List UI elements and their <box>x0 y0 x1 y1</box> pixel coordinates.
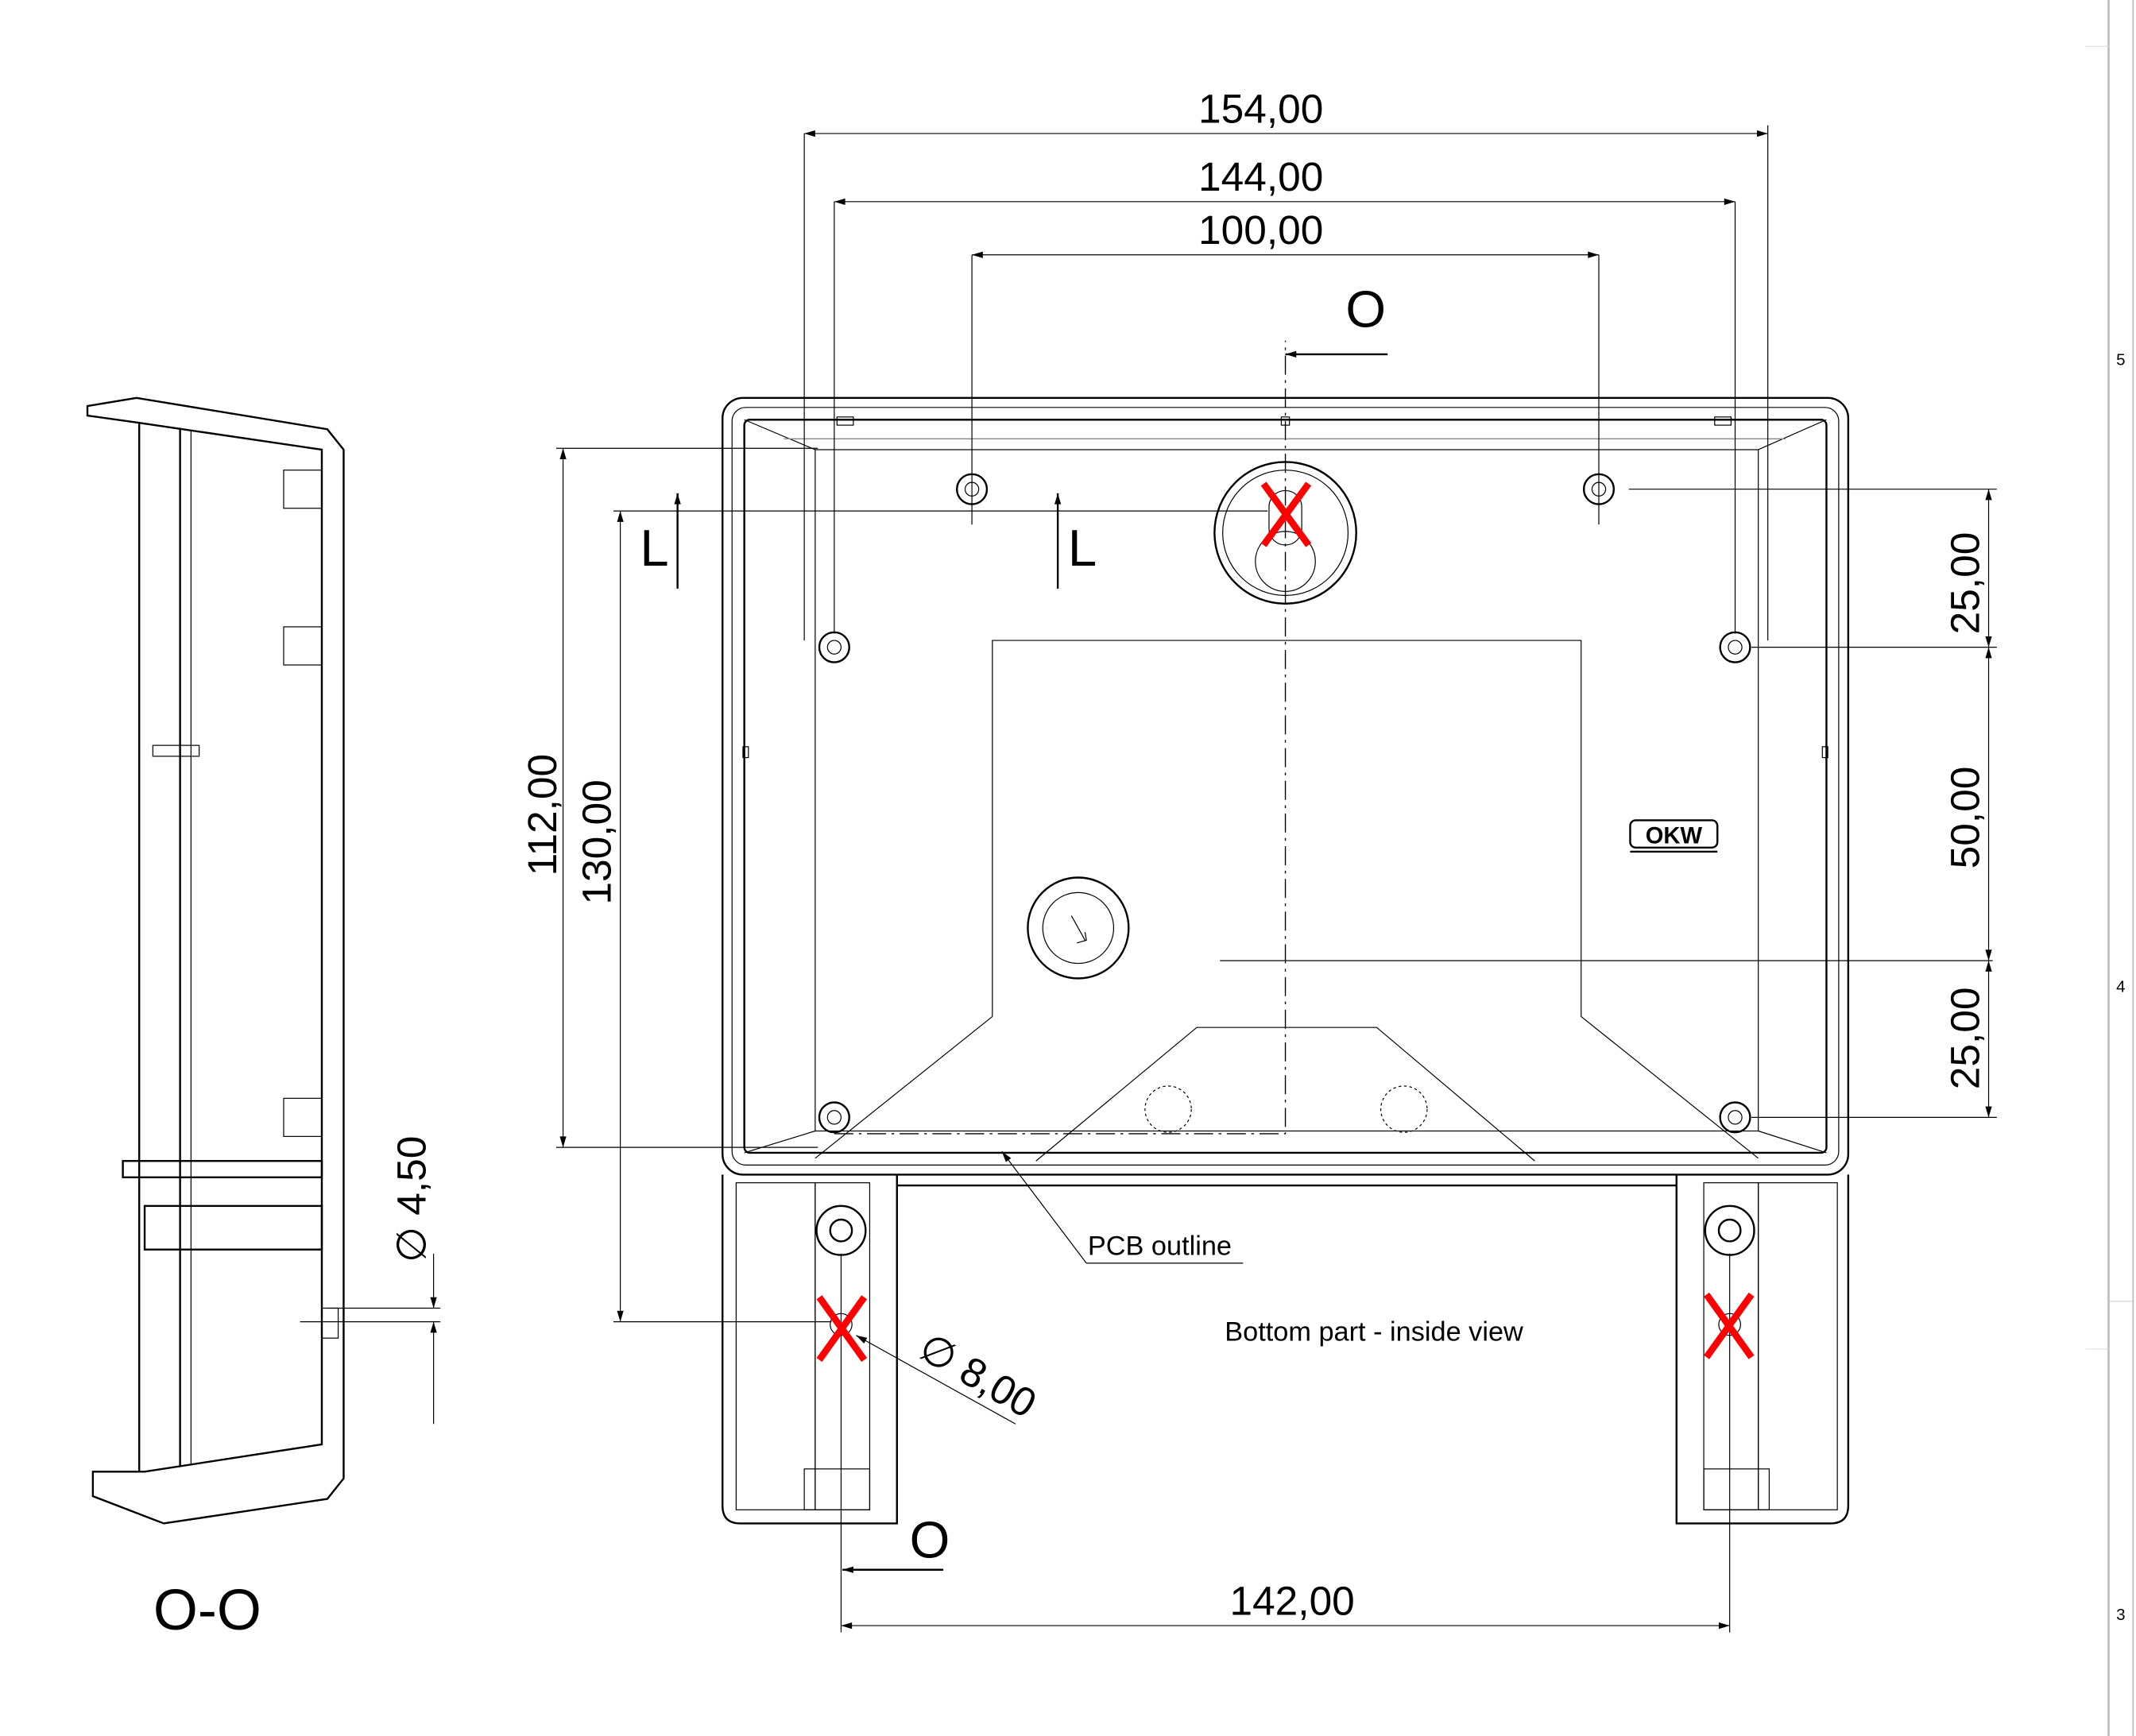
red-x-marks <box>816 481 1755 1363</box>
keyhole-mount <box>1213 461 1357 605</box>
section-title: O-O <box>153 1579 261 1642</box>
okw-logo: OKW <box>1629 819 1719 853</box>
section-marker-l-right: L <box>1068 519 1097 577</box>
ruler-mark-5: 5 <box>2116 351 2125 369</box>
dimensions: 154,00 144,00 100,00 142,00 112,00 130,0… <box>519 85 1997 1633</box>
section-view-o-o: ∅ 4,50 O-O <box>86 396 441 1642</box>
enclosure-bottom-view: OKW <box>722 340 1993 1525</box>
dim-height-112: 112,00 <box>519 754 565 876</box>
ruler-mark-3: 3 <box>2116 1606 2125 1624</box>
date-stamp <box>1144 1085 1192 1133</box>
dim-height-130: 130,00 <box>574 779 620 904</box>
dim-width-outer: 154,00 <box>1198 85 1323 131</box>
dim-right-bottom: 25,00 <box>1942 988 1988 1090</box>
section-marker-o-bottom: O <box>910 1510 950 1568</box>
view-title: Bottom part - inside view <box>1225 1317 1523 1347</box>
sheet-ruler: 5 4 3 <box>2085 0 2134 1736</box>
dim-right-top: 25,00 <box>1942 532 1988 635</box>
dim-right-mid: 50,00 <box>1942 767 1988 869</box>
dim-section-diameter: ∅ 4,50 <box>388 1136 434 1262</box>
date-stamp <box>1380 1085 1428 1133</box>
ruler-mark-4: 4 <box>2116 978 2125 996</box>
dim-width-top-holes: 100,00 <box>1198 207 1323 253</box>
svg-text:OKW: OKW <box>1646 824 1703 849</box>
section-markers: O O L L <box>640 280 1388 1573</box>
section-marker-o-top: O <box>1345 280 1386 338</box>
dim-width-bottom-holes: 142,00 <box>1229 1577 1354 1623</box>
pcb-outline-label: PCB outline <box>1088 1231 1232 1262</box>
section-marker-l-left: L <box>640 519 668 577</box>
dim-hole-diameter: ∅ 8,00 <box>911 1324 1044 1427</box>
dim-width-holes: 144,00 <box>1198 153 1323 199</box>
vent-circle <box>1027 876 1130 980</box>
